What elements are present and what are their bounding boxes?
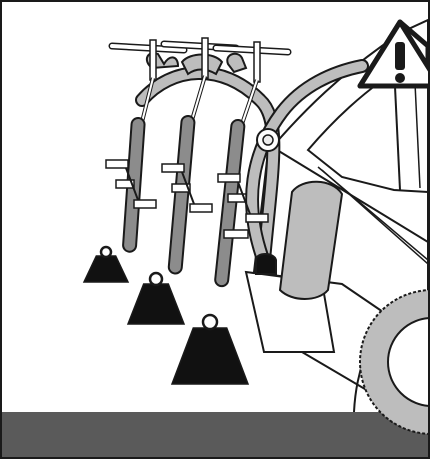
bike-pedal — [218, 174, 240, 182]
rack-foot-pad — [256, 254, 276, 274]
bike-fork-fill — [192, 76, 205, 120]
bike-pedal — [162, 164, 184, 172]
bike-wheel — [215, 119, 245, 286]
ground-stripe — [2, 412, 428, 457]
bike-stem — [254, 42, 260, 82]
bike-pedal — [134, 200, 156, 208]
weight-body — [128, 284, 184, 324]
bike-pedal — [190, 204, 212, 212]
warning-exclamation-dot — [395, 73, 405, 83]
weight-ring — [203, 315, 217, 329]
bike-stem — [202, 38, 208, 78]
bike-pedal — [246, 214, 268, 222]
warning-exclamation-bar — [395, 42, 405, 70]
weight-body — [172, 328, 248, 384]
weight-large-icon — [172, 315, 248, 384]
bike-pedal — [224, 230, 248, 238]
weight-ring — [101, 247, 111, 257]
weight-ring — [150, 273, 162, 285]
bike-pedal — [106, 160, 128, 168]
rack-pivot-center — [263, 135, 273, 145]
weight-medium-icon — [128, 273, 184, 324]
weight-body — [84, 256, 128, 282]
weight-small-icon — [84, 247, 128, 282]
rack-cradle — [227, 54, 246, 72]
bike-stem — [150, 40, 156, 80]
